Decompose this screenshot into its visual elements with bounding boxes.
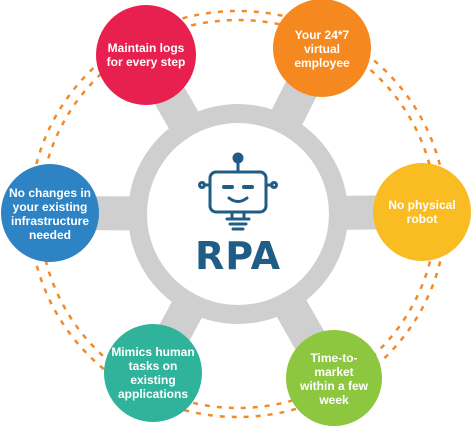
node-mimics-human — [104, 324, 202, 422]
center-label: RPA — [194, 234, 282, 278]
node-text-time-to-market: Time-to-market within a few week — [299, 351, 368, 407]
node-text-maintain-logs: Maintain logs for every step — [106, 41, 186, 69]
node-text-no-changes: No changes in your existing infrastructu… — [8, 186, 91, 242]
hub-center — [147, 123, 329, 305]
node-virtual-employee — [273, 0, 371, 97]
node-text-virtual-employee: Your 24*7 virtual employee — [294, 28, 350, 70]
robot-icon — [198, 152, 278, 231]
node-no-changes — [1, 164, 99, 262]
node-text-mimics-human: Mimics human tasks on existing applicati… — [111, 345, 195, 401]
node-no-physical-robot — [373, 163, 471, 261]
node-maintain-logs — [96, 5, 196, 105]
node-text-no-physical-robot: No physical robot — [388, 198, 456, 226]
node-time-to-market — [286, 330, 382, 426]
